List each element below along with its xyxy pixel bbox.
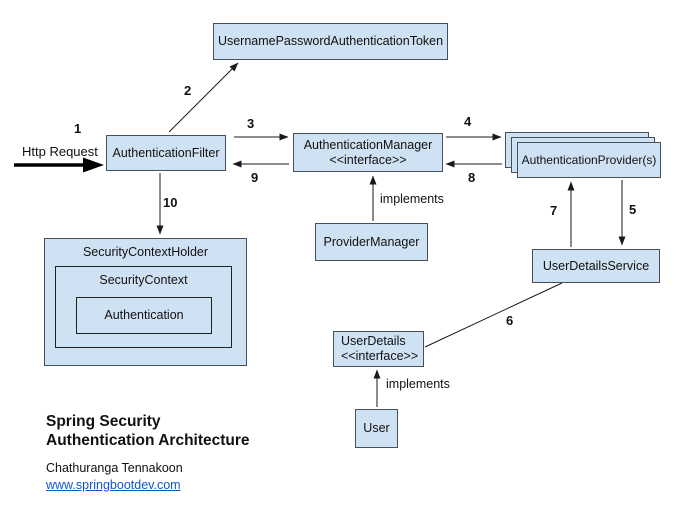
edge-2 [168, 62, 239, 133]
node-user-details-service: UserDetailsService [532, 249, 660, 283]
node-user: User [355, 409, 398, 448]
node-username-password-authentication-token: UsernamePasswordAuthenticationToken [213, 23, 448, 60]
http-request-label: Http Request [22, 144, 98, 159]
edge-label-3: 3 [247, 116, 255, 131]
website-link[interactable]: www.springbootdev.com [46, 478, 181, 492]
node-authentication-manager: AuthenticationManager <<interface>> [293, 133, 443, 172]
edge-http-request-head [83, 157, 104, 173]
node-security-context-holder-label: SecurityContextHolder [82, 245, 209, 259]
diagram-title-line1: Spring Security [46, 413, 161, 430]
node-user-details-name: UserDetails [341, 334, 406, 348]
edge-label-5: 5 [629, 202, 637, 217]
edge-label-8: 8 [468, 170, 476, 185]
node-authentication: Authentication [76, 297, 212, 334]
node-user-details: UserDetails <<interface>> [333, 331, 424, 367]
diagram-title-line2: Authentication Architecture [46, 432, 250, 449]
implements-label-provider-manager: implements [380, 192, 444, 206]
edge-label-1: 1 [74, 121, 82, 136]
node-authentication-filter: AuthenticationFilter [106, 135, 226, 171]
author-name: Chathuranga Tennakoon [46, 461, 183, 475]
edge-label-6: 6 [506, 313, 514, 328]
edge-label-10: 10 [163, 195, 178, 210]
node-security-context-label: SecurityContext [99, 273, 188, 287]
node-authentication-provider: AuthenticationProvider(s) [517, 142, 661, 178]
edge-6 [424, 282, 563, 348]
diagram-title: Spring Security Authentication Architect… [46, 412, 250, 450]
node-authentication-manager-name: AuthenticationManager [303, 137, 433, 152]
edge-label-4: 4 [464, 114, 472, 129]
edge-label-9: 9 [251, 170, 259, 185]
node-provider-manager: ProviderManager [315, 223, 428, 261]
edge-label-2: 2 [184, 83, 192, 98]
implements-label-user: implements [386, 377, 450, 391]
edge-label-7: 7 [550, 203, 558, 218]
node-authentication-manager-stereotype: <<interface>> [329, 152, 407, 167]
node-user-details-stereotype: <<interface>> [341, 349, 419, 363]
